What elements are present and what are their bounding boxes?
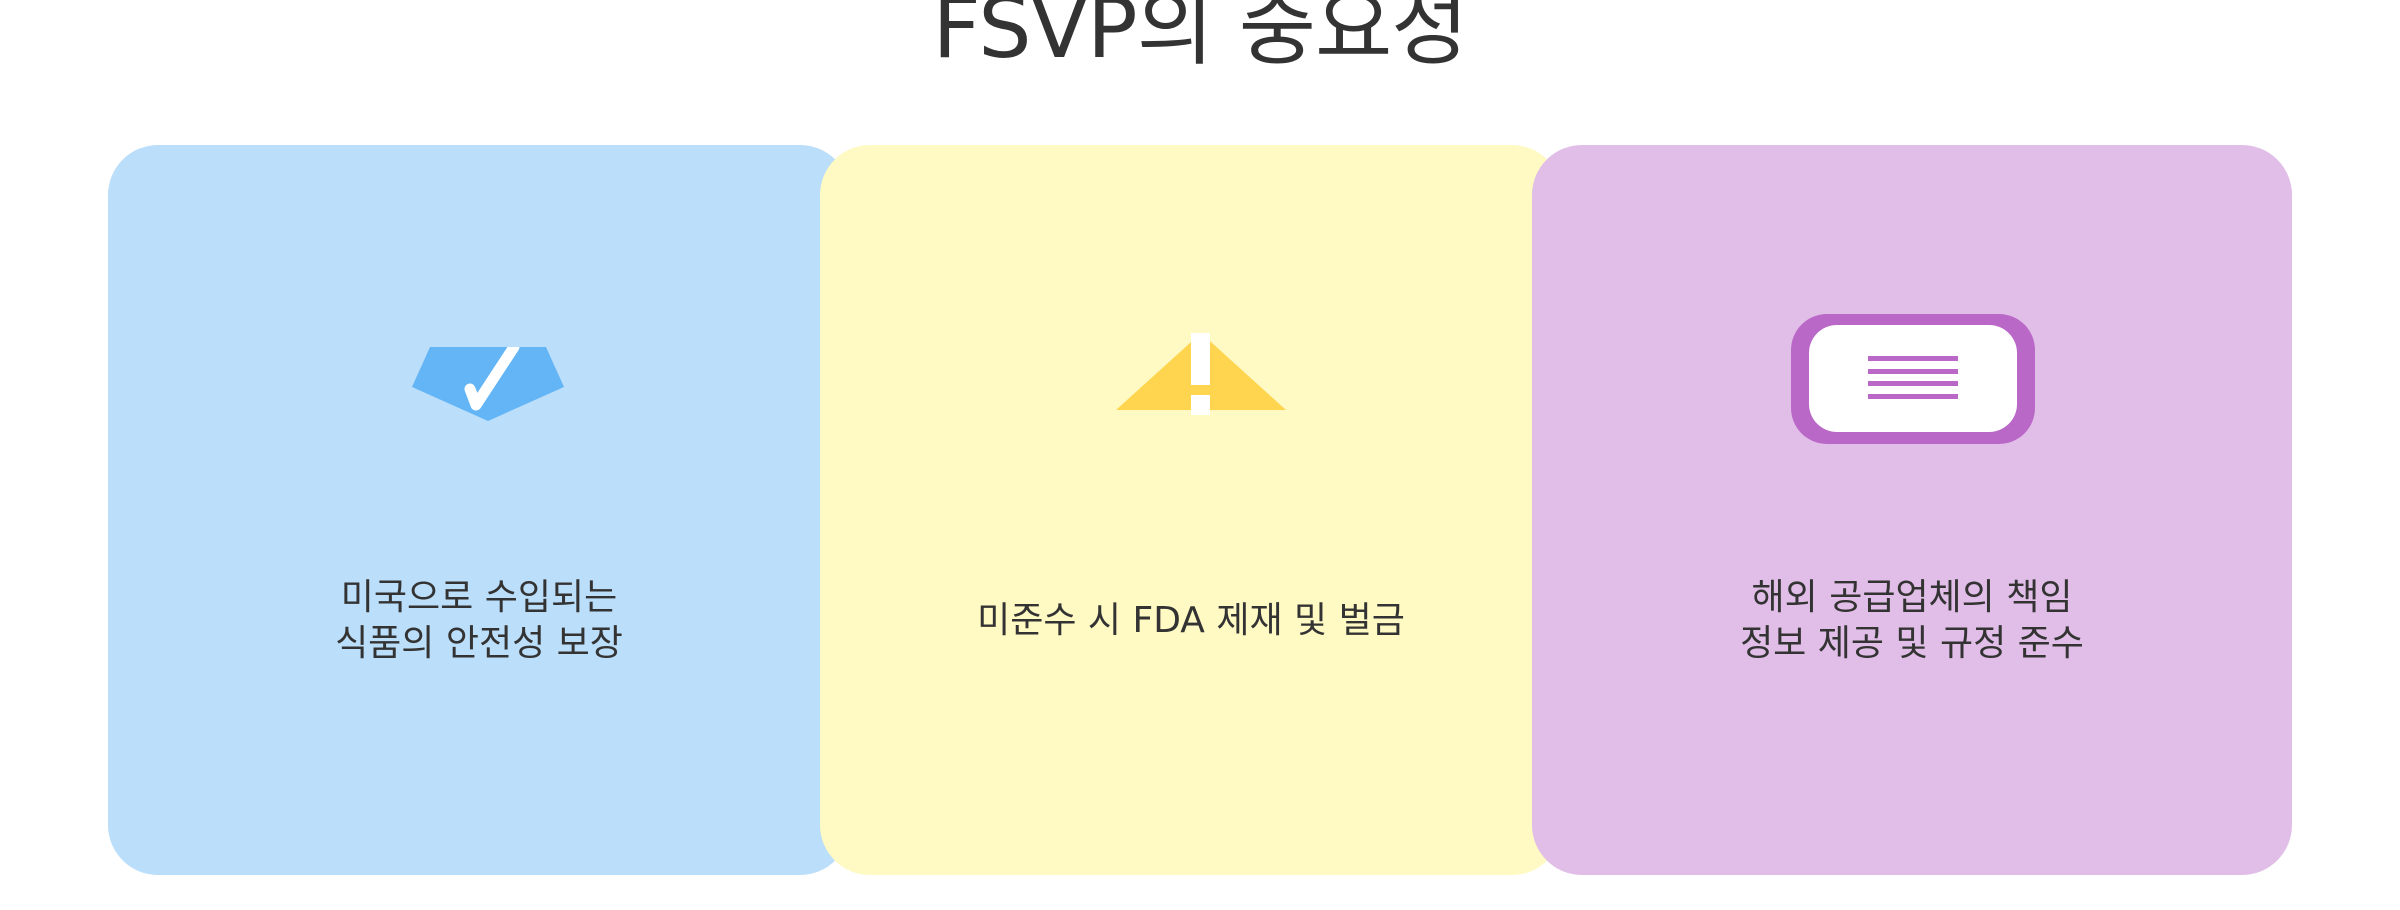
label-line: 정보 제공 및 규정 준수 bbox=[1740, 623, 2084, 664]
page-title: FSVP의 중요성 bbox=[932, 0, 1468, 77]
card-label: 미국으로 수입되는 식품의 안전성 보장 bbox=[108, 575, 850, 667]
card-label: 해외 공급업체의 책임 정보 제공 및 규정 준수 bbox=[1532, 575, 2292, 667]
card-supplier-responsibility: 해외 공급업체의 책임 정보 제공 및 규정 준수 bbox=[1532, 145, 2292, 875]
card-label: 미준수 시 FDA 제재 및 벌금 bbox=[820, 598, 1562, 644]
card-food-safety: 미국으로 수입되는 식품의 안전성 보장 bbox=[108, 145, 850, 875]
label-line: 미국으로 수입되는 bbox=[340, 577, 618, 618]
label-line: 해외 공급업체의 책임 bbox=[1751, 577, 2073, 618]
shield-check-icon bbox=[412, 347, 564, 421]
warning-triangle-icon bbox=[1116, 333, 1286, 415]
card-fda-penalty: 미준수 시 FDA 제재 및 벌금 bbox=[820, 145, 1562, 875]
document-icon bbox=[1791, 314, 2035, 444]
label-line: 미준수 시 FDA 제재 및 벌금 bbox=[977, 600, 1405, 641]
label-line: 식품의 안전성 보장 bbox=[335, 623, 623, 664]
